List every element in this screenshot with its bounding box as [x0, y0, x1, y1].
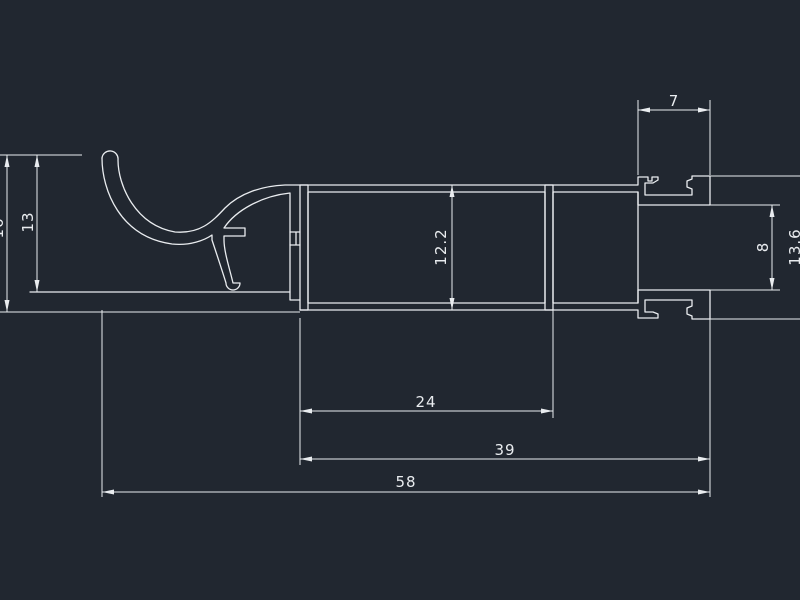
dim-right-height: 13.6 [786, 228, 800, 265]
dim-overall-width: 58 [395, 473, 416, 491]
extension-lines [0, 100, 800, 497]
dim-inner-width: 39 [494, 441, 515, 459]
right-chamber [552, 191, 639, 304]
profile-back-base [289, 291, 301, 301]
dim-chamber-height: 12.2 [432, 228, 450, 265]
profile-pocket-left [289, 231, 301, 246]
main-chamber [307, 191, 546, 304]
dim-slot-width: 7 [669, 92, 680, 110]
dimension-lines [4, 107, 775, 495]
profile-outer-outline [101, 150, 711, 233]
dim-slot-gap: 8 [754, 242, 772, 253]
dim-left-total-height: 16 [0, 217, 7, 238]
dim-chamber-width: 24 [415, 393, 436, 411]
dim-left-height: 13 [19, 211, 37, 232]
profile-front-flange [29, 157, 291, 293]
profile-bottom-skin [299, 289, 711, 320]
aluminium-profile [29, 150, 711, 320]
chamber-divider [544, 184, 554, 311]
dimension-labels: 58 39 24 7 12.2 8 13.6 13 16 [0, 92, 800, 491]
main-chamber-left [299, 184, 309, 311]
